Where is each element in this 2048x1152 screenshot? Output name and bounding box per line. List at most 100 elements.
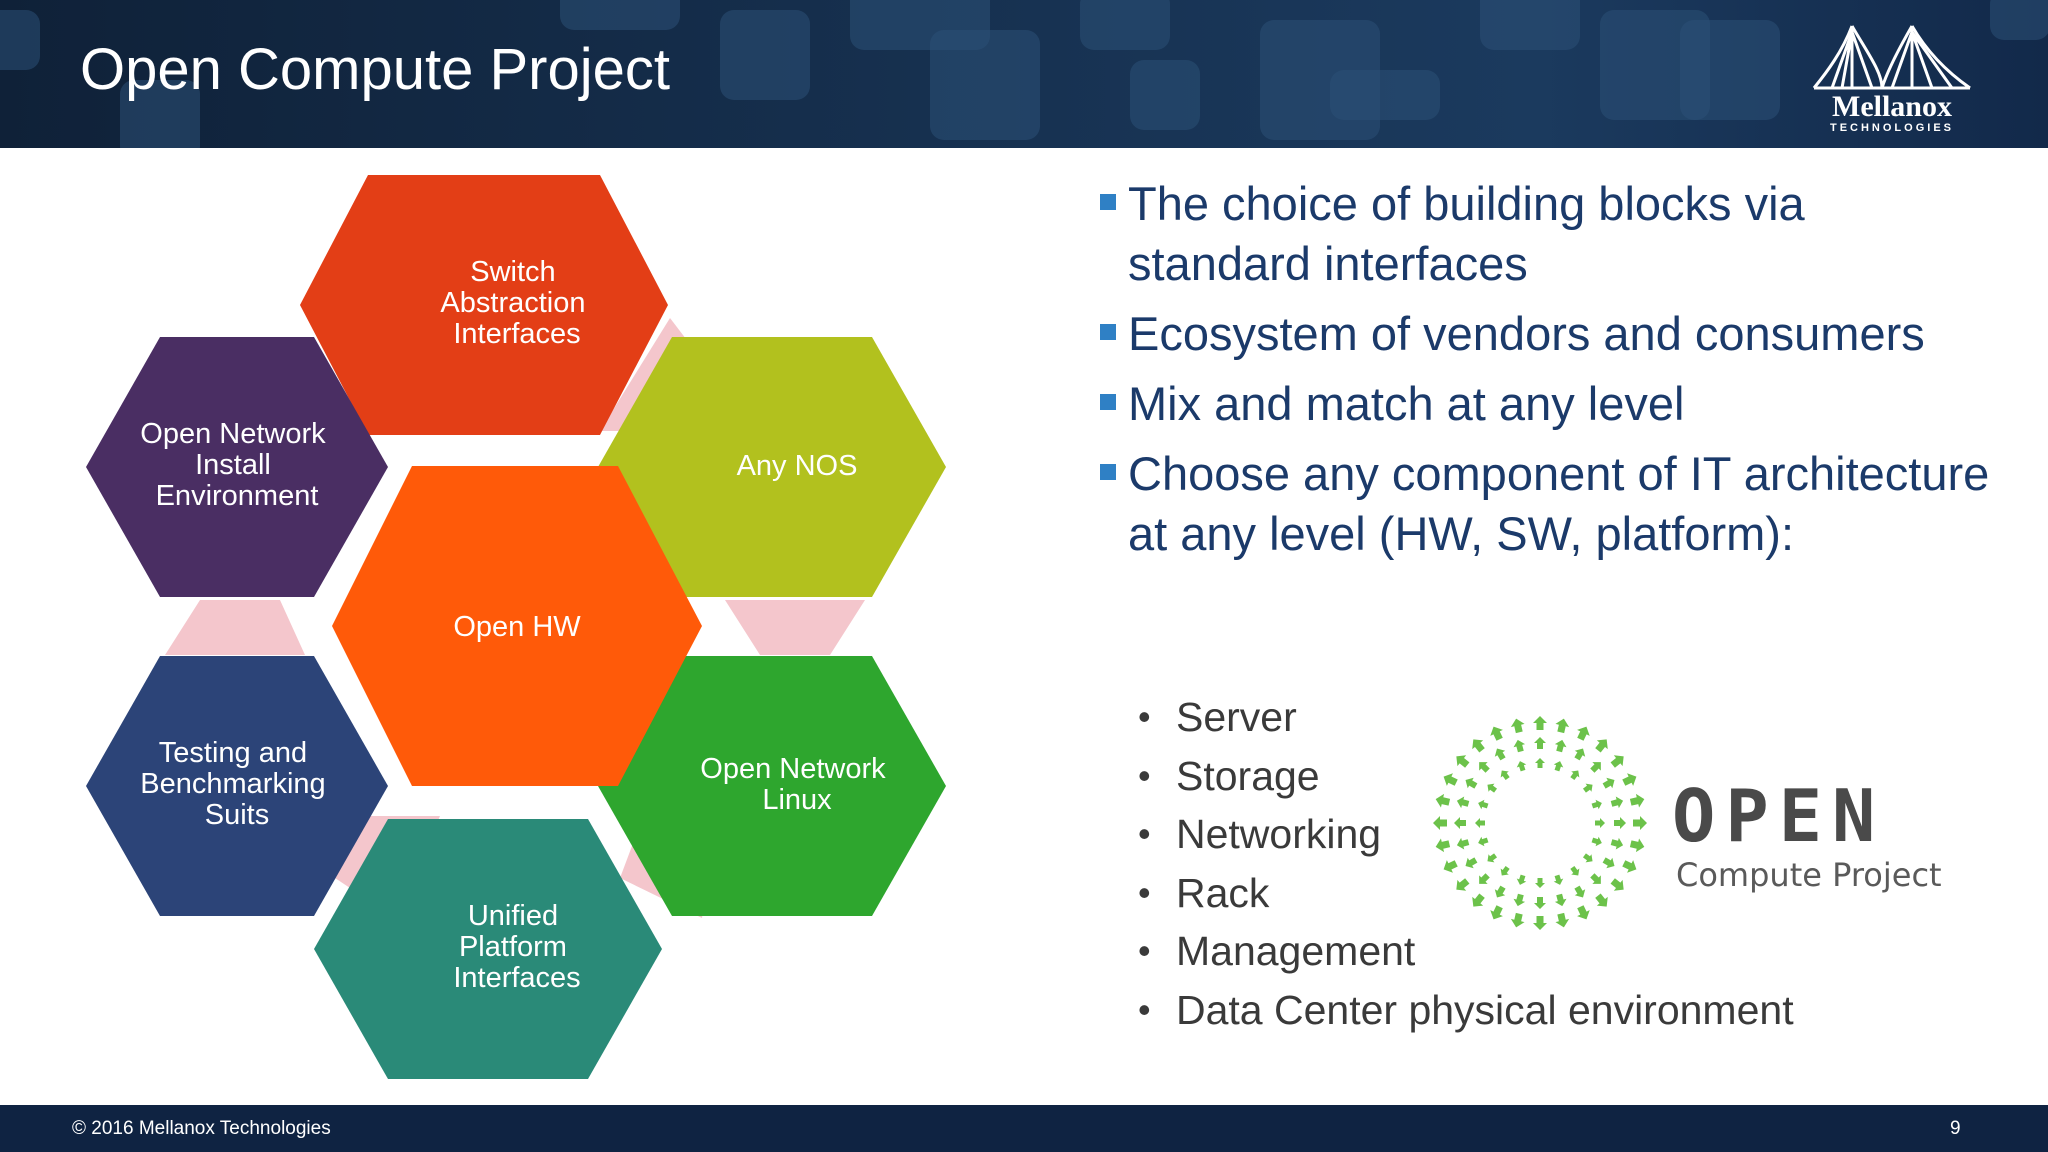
ocp-ring-arrow [1465, 777, 1478, 789]
ocp-ring-arrow [1595, 893, 1608, 907]
main-bullet-list: The choice of building blocks via standa… [1098, 174, 1998, 574]
ocp-ring-arrow [1582, 853, 1593, 863]
ocp-ring-arrow [1602, 857, 1615, 869]
ocp-ring-arrow [1534, 897, 1546, 909]
ocp-ring-arrow [1435, 838, 1451, 853]
bullet-item: Mix and match at any level [1098, 374, 1998, 434]
ocp-wordmark: OPEN [1672, 774, 1886, 858]
ocp-ring-arrow [1516, 874, 1527, 885]
ocp-ring-arrow [1456, 837, 1470, 850]
page-number: 9 [1950, 1118, 1961, 1139]
hex-any-nos [598, 337, 946, 597]
label-line: Environment [156, 480, 319, 512]
sub-bullet-list: Server Storage Networking Rack Managemen… [1138, 688, 1794, 1039]
ocp-ring-arrow [1490, 726, 1503, 741]
sub-bullet-item: Data Center physical environment [1138, 981, 1794, 1040]
ocp-ring-arrow [1570, 865, 1580, 876]
ocp-ring-arrow [1602, 777, 1615, 789]
sub-bullet-item: Networking [1138, 805, 1794, 864]
bridge-icon [1812, 25, 1971, 90]
bullet-item: Ecosystem of vendors and consumers [1098, 304, 1998, 364]
ocp-ring-arrow [1610, 796, 1624, 809]
ocp-ring-arrow [1513, 739, 1526, 753]
ocp-logo: OPEN Compute Project [1430, 708, 1970, 938]
ocp-ring-arrow [1577, 905, 1590, 920]
slide-title: Open Compute Project [80, 37, 670, 102]
ocp-ring-arrow [1510, 912, 1525, 928]
ocp-ring-arrow [1435, 793, 1451, 808]
ocp-ring-arrow [1465, 857, 1478, 869]
ocp-ring-arrow [1533, 916, 1547, 930]
label-line: Unified [468, 900, 558, 932]
ocp-ring-arrow [1487, 853, 1498, 863]
hex-switch-abstraction [300, 175, 668, 435]
hex-unified-platform [314, 819, 662, 1079]
copyright-text: © 2016 Mellanox Technologies [72, 1118, 331, 1139]
ocp-ring-arrow [1478, 799, 1489, 810]
footer-bar: © 2016 Mellanox Technologies 9 [0, 1105, 2048, 1152]
ocp-ring-arrow [1590, 762, 1601, 773]
ocp-ring-arrow [1591, 836, 1602, 847]
ocp-ring-arrow [1534, 737, 1546, 749]
label-line: Interfaces [453, 962, 580, 994]
ocp-ring-arrow [1555, 912, 1570, 928]
sub-bullet-item: Management [1138, 922, 1794, 981]
ocp-ring-arrow [1610, 755, 1624, 768]
logo-wordmark: Mellanox [1832, 90, 1952, 123]
ocp-ring-arrow [1472, 893, 1485, 907]
ocp-ring-arrow [1595, 739, 1608, 753]
label-unified-platform: Unified Platform Interfaces [453, 900, 580, 994]
ocp-ring-arrow [1456, 755, 1470, 768]
ocp-ring-arrow [1490, 905, 1503, 920]
label-line: Switch [470, 256, 555, 288]
bullet-item: The choice of building blocks via standa… [1098, 174, 1998, 294]
ocp-ring-arrow [1574, 748, 1586, 761]
ocp-ring-arrow [1629, 838, 1645, 853]
ocp-ring-arrow [1433, 816, 1447, 830]
ocp-ring-arrow [1510, 718, 1525, 734]
ocp-ring-arrow [1577, 726, 1590, 741]
label-line: Benchmarking [140, 768, 325, 800]
label-line: Suits [205, 799, 269, 831]
ocp-ring-arrow [1443, 860, 1458, 873]
ocp-ring-arrow [1553, 874, 1564, 885]
ocp-ring-arrow [1610, 878, 1624, 891]
sub-bullet-item: Rack [1138, 864, 1794, 923]
ocp-ring-arrow [1513, 893, 1526, 907]
ocp-ring-arrow [1456, 878, 1470, 891]
ocp-ring-arrow [1554, 893, 1567, 907]
label-open-hw: Open HW [453, 611, 581, 643]
bullet-item: Choose any component of IT architecture … [1098, 444, 1998, 564]
hex-open-network-linux [598, 656, 946, 916]
connector-onie-tbs [165, 600, 305, 655]
ocp-ring-arrow [1487, 783, 1498, 793]
ocp-ring-arrow [1479, 762, 1490, 773]
logo-subtitle: TECHNOLOGIES [1829, 122, 1954, 134]
ocp-ring-arrow [1595, 818, 1605, 828]
label-line: Any NOS [737, 450, 858, 482]
ocp-ring-arrow [1610, 837, 1624, 850]
ocp-ring-arrow [1570, 770, 1580, 781]
ocp-ring-arrow [1554, 739, 1567, 753]
ocp-ring-arrow [1629, 793, 1645, 808]
hex-open-network-install [86, 337, 388, 597]
ocp-ring-arrow [1475, 818, 1485, 828]
label-testing-benchmarking: Testing and Benchmarking Suits [140, 737, 333, 831]
hexagon-diagram: Switch Abstraction Interfaces Any NOS Op… [86, 175, 946, 1079]
ocp-ring-arrow [1633, 816, 1647, 830]
ocp-ring-arrow [1454, 817, 1466, 829]
sub-bullet-item: Storage [1138, 747, 1794, 806]
ocp-ring-arrow [1516, 761, 1527, 772]
label-line: Open Network [140, 418, 326, 450]
hex-open-hw [332, 466, 702, 786]
ocp-ring-arrow [1500, 770, 1510, 781]
sub-bullet-item: Server [1138, 688, 1794, 747]
label-line: Install [195, 449, 271, 481]
ocp-ring-arrow [1535, 758, 1545, 768]
label-line: Linux [762, 784, 832, 816]
ocp-ring-arrow [1553, 761, 1564, 772]
ocp-ring-arrow [1478, 836, 1489, 847]
label-open-network-install: Open Network Install Environment [140, 418, 333, 512]
ocp-ring-arrow [1494, 885, 1506, 898]
label-line: Platform [459, 931, 567, 963]
